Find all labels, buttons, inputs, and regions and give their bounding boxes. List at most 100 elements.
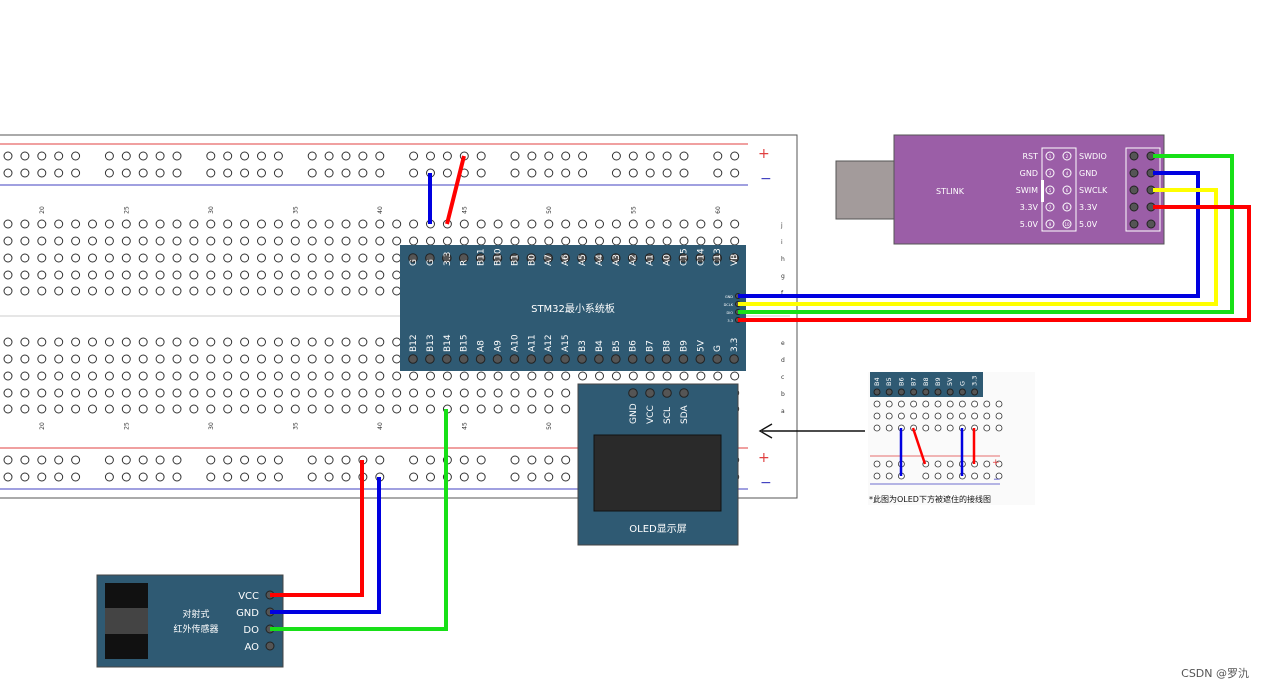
breadboard-hole	[392, 354, 402, 364]
breadboard-hole	[544, 219, 554, 229]
breadboard-hole	[189, 337, 199, 347]
breadboard-hole	[257, 388, 266, 398]
breadboard-hole	[104, 404, 114, 414]
stm32-pin-top	[577, 253, 587, 263]
oled-pin	[645, 388, 655, 398]
inset-hole	[983, 400, 991, 408]
breadboard-hole	[138, 354, 148, 364]
breadboard-hole	[155, 270, 165, 280]
stm32-pin-bottom	[695, 354, 706, 364]
breadboard-hole	[104, 286, 114, 296]
breadboard-hole	[54, 236, 64, 246]
breadboard-hole	[493, 371, 503, 381]
column-number: 40	[377, 206, 384, 214]
breadboard-hole	[138, 219, 148, 229]
breadboard-hole	[713, 236, 723, 246]
rail-hole	[3, 472, 13, 482]
breadboard-hole	[426, 388, 435, 398]
breadboard-hole	[88, 404, 97, 414]
breadboard-hole	[527, 388, 537, 398]
breadboard-hole	[662, 219, 672, 229]
stlink-pin-number: 10	[1064, 222, 1070, 227]
rail-hole	[662, 168, 672, 178]
rail-hole	[206, 168, 216, 178]
breadboard-hole	[206, 236, 216, 246]
breadboard-hole	[544, 371, 554, 381]
breadboard-hole	[206, 388, 216, 398]
stlink-header-pin	[1129, 219, 1139, 229]
breadboard-hole	[324, 354, 334, 364]
rail-hole	[679, 168, 689, 178]
stm32-pin-label: A0	[663, 254, 673, 266]
inset-hole	[885, 400, 893, 408]
breadboard-hole	[37, 286, 47, 296]
breadboard-hole	[189, 219, 199, 229]
rail-hole	[375, 455, 385, 465]
rail-hole	[662, 151, 672, 161]
stm32-pin-top	[560, 253, 570, 263]
stlink-pin	[1062, 202, 1072, 212]
sensor-pin	[265, 641, 275, 651]
breadboard-hole	[392, 337, 402, 347]
stm32-pin-label: A12	[544, 334, 554, 352]
breadboard-hole	[341, 270, 351, 280]
breadboard-hole	[341, 286, 351, 296]
inset-pin-label: B6	[897, 377, 905, 386]
row-letter: a	[781, 408, 785, 415]
stm32-pin-label: A10	[510, 334, 520, 352]
breadboard-hole	[476, 371, 486, 381]
breadboard-hole	[527, 236, 537, 246]
breadboard-hole	[54, 371, 64, 381]
rail-hole	[611, 168, 621, 178]
rail-hole	[611, 151, 621, 161]
inset-hole	[873, 412, 881, 420]
breadboard-hole	[37, 388, 47, 398]
inset-pin-label: B5	[885, 377, 893, 386]
breadboard-hole	[20, 404, 30, 414]
stlink-pin	[1062, 219, 1072, 229]
breadboard-hole	[3, 219, 13, 229]
breadboard-hole	[645, 236, 655, 246]
inset-hole	[971, 412, 978, 420]
stlink-pin-number: 1	[1049, 154, 1052, 159]
breadboard-hole	[290, 286, 300, 296]
stm32-pin-bottom	[442, 354, 452, 364]
rail-hole	[104, 168, 114, 178]
row-letter: e	[781, 340, 785, 347]
stlink-header-pin	[1129, 185, 1139, 195]
breadboard-hole	[392, 219, 402, 229]
breadboard-hole	[645, 371, 655, 381]
breadboard-hole	[3, 253, 13, 263]
row-letter: j	[780, 222, 783, 229]
column-number: 30	[208, 422, 215, 430]
wire-swd-gnd	[738, 171, 1200, 298]
breadboard-hole	[104, 337, 114, 347]
inset-hole	[983, 424, 991, 432]
rail-hole	[257, 455, 266, 465]
breadboard-hole	[341, 388, 351, 398]
stm32-pin-label: B10	[494, 248, 504, 266]
inset-rail-hole	[995, 460, 1003, 468]
row-letter: g	[781, 273, 785, 280]
rail-hole	[578, 168, 588, 178]
inset-pin	[971, 388, 979, 396]
row-letter: h	[781, 256, 785, 263]
stlink-left-label: RST	[1022, 152, 1038, 161]
breadboard-hole	[155, 236, 165, 246]
breadboard-hole	[37, 404, 47, 414]
inset-hole	[995, 400, 1003, 408]
breadboard-hole	[493, 219, 503, 229]
wire-red-3v3	[445, 155, 466, 225]
breadboard-hole	[375, 404, 385, 414]
rail-hole	[71, 472, 81, 482]
inset-pin-label: B7	[910, 377, 918, 386]
rail-hole	[442, 151, 452, 161]
breadboard-hole	[104, 270, 114, 280]
stm32-pin-top	[509, 253, 520, 263]
stlink-right-label: SWDIO	[1079, 152, 1107, 161]
row-letter: d	[781, 357, 785, 364]
inset-pin	[897, 388, 905, 396]
rail-hole	[121, 151, 131, 161]
stlink-pin	[1062, 185, 1072, 195]
stm32-pin-label: 3.3	[730, 338, 740, 352]
